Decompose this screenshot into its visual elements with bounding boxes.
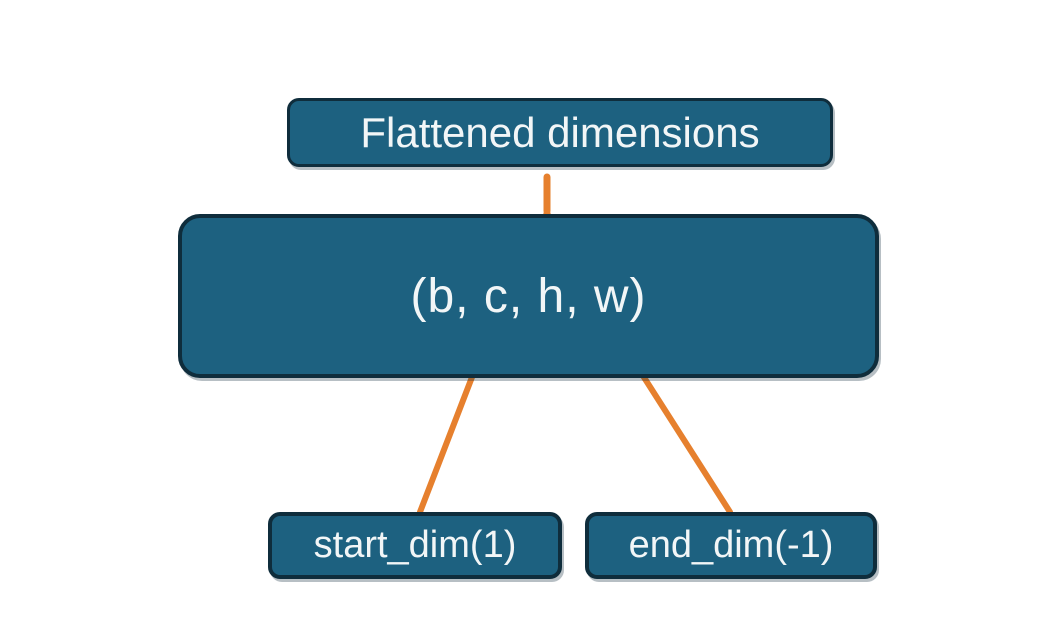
end-dim-arrow-line — [628, 354, 733, 515]
start-dim-label: start_dim(1) — [313, 524, 517, 566]
flattened-dimensions-label: Flattened dimensions — [360, 108, 760, 156]
end-dim-node: end_dim(-1) — [585, 512, 877, 579]
tensor-shape-label: (b, c, h, w) — [410, 269, 647, 323]
tensor-shape-node: (b, c, h, w) — [178, 214, 879, 378]
start-dim-node: start_dim(1) — [268, 512, 562, 579]
start-dim-arrow-line — [417, 356, 482, 515]
flattened-dimensions-node: Flattened dimensions — [287, 98, 833, 167]
end-dim-label: end_dim(-1) — [628, 524, 834, 566]
